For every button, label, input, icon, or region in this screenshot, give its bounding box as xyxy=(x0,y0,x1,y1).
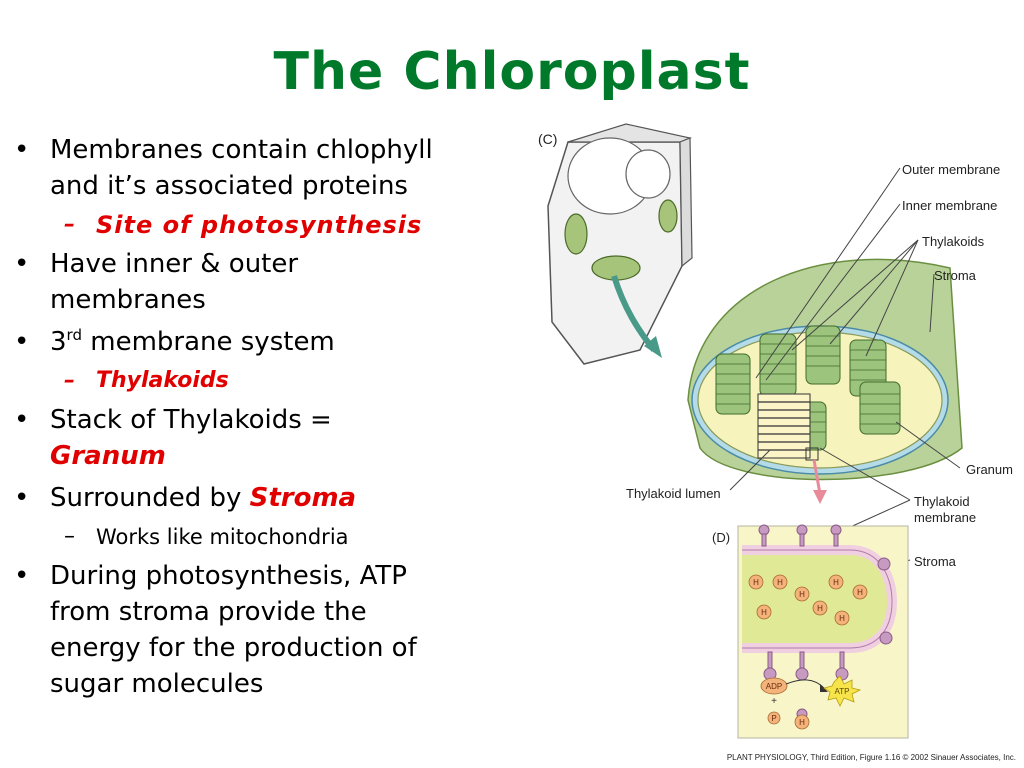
bullet-item: • Membranes contain chlophyll and it’s a… xyxy=(14,132,534,204)
sub-bullet-item: – Works like mitochondria xyxy=(14,522,534,552)
emphasis-term: Granum xyxy=(50,441,166,471)
bullet-marker: • xyxy=(14,249,30,279)
bullet-text: and it’s associated proteins xyxy=(50,171,408,201)
bullet-text: Have inner & outer xyxy=(50,249,299,279)
proton-label: H xyxy=(799,718,805,727)
thylakoid-lumen-label: Thylakoid lumen xyxy=(626,486,721,501)
sub-bullet-item: – Thylakoids xyxy=(14,366,534,396)
plant-cell-illustration xyxy=(547,123,693,365)
dash-marker: – xyxy=(64,212,76,237)
bullet-list: • Membranes contain chlophyll and it’s a… xyxy=(14,132,534,708)
bullet-text: Surrounded by Stroma xyxy=(50,480,534,516)
ordinal-suffix: rd xyxy=(66,326,82,344)
bullet-text: sugar molecules xyxy=(50,669,264,699)
dash-marker: – xyxy=(64,524,75,549)
emphasis-term: Stroma xyxy=(249,483,357,513)
bullet-item: • 3rd membrane system xyxy=(14,324,534,360)
outer-membrane-label: Outer membrane xyxy=(902,162,1000,177)
thylakoid-membrane-label: Thylakoid xyxy=(914,494,970,509)
thylakoid-membrane-label: membrane xyxy=(914,510,976,525)
plus-sign: + xyxy=(771,696,777,707)
proton-label: H xyxy=(839,614,845,623)
proton-label: H xyxy=(777,578,783,587)
thylakoids-label: Thylakoids xyxy=(922,234,985,249)
bullet-text: membranes xyxy=(50,285,206,315)
dash-marker: – xyxy=(64,368,75,393)
bullet-item: • Surrounded by Stroma xyxy=(14,480,534,516)
bullet-marker: • xyxy=(14,327,30,357)
bullet-marker: • xyxy=(14,135,30,165)
chloroplast-diagram: (C) xyxy=(538,123,1013,739)
bullet-text: Membranes contain chlophyll xyxy=(50,135,433,165)
sub-bullet-text: Thylakoids xyxy=(96,368,229,393)
bullet-item: • Stack of Thylakoids = Granum xyxy=(14,402,534,474)
phosphate-label: P xyxy=(771,714,776,723)
proton-label: H xyxy=(753,578,759,587)
panel-c-label: (C) xyxy=(538,131,557,147)
sub-bullet-item: – Site of photosynthesis xyxy=(14,210,534,240)
bullet-marker: • xyxy=(14,561,30,591)
chloroplast-illustration xyxy=(687,258,963,504)
bullet-text: energy for the production of xyxy=(50,633,417,663)
stroma-label: Stroma xyxy=(934,268,977,283)
bullet-text: 3rd membrane system xyxy=(50,324,534,360)
bullet-text: Stack of Thylakoids = xyxy=(50,405,332,435)
ordinal-number: 3 xyxy=(50,327,67,357)
sub-bullet-text: Site of photosynthesis xyxy=(96,211,423,239)
granum-label: Granum xyxy=(966,462,1013,477)
bullet-item: • During photosynthesis, ATP from stroma… xyxy=(14,558,534,702)
adp-label: ADP xyxy=(766,682,782,691)
sub-bullet-text: Works like mitochondria xyxy=(96,525,349,549)
proton-label: H xyxy=(833,578,839,587)
stroma-label: Stroma xyxy=(914,554,957,569)
slide-title: The Chloroplast xyxy=(273,42,751,102)
proton-label: H xyxy=(857,588,863,597)
proton-label: H xyxy=(761,608,767,617)
bullet-text-rest: membrane system xyxy=(81,327,335,357)
bullet-text-lead: Surrounded by xyxy=(50,483,250,513)
proton-label: H xyxy=(817,604,823,613)
bullet-marker: • xyxy=(14,483,30,513)
thylakoid-detail-illustration: H H H H H H H H H ADP + P ATP xyxy=(737,524,909,739)
atp-label: ATP xyxy=(835,687,850,696)
bullet-item: • Have inner & outer membranes xyxy=(14,246,534,318)
panel-d-label: (D) xyxy=(712,530,730,545)
bullet-text: During photosynthesis, ATP xyxy=(50,561,407,591)
bullet-text: from stroma provide the xyxy=(50,597,367,627)
figure-credit: PLANT PHYSIOLOGY, Third Edition, Figure … xyxy=(726,753,1016,762)
bullet-marker: • xyxy=(14,405,30,435)
proton-label: H xyxy=(799,590,805,599)
inner-membrane-label: Inner membrane xyxy=(902,198,997,213)
